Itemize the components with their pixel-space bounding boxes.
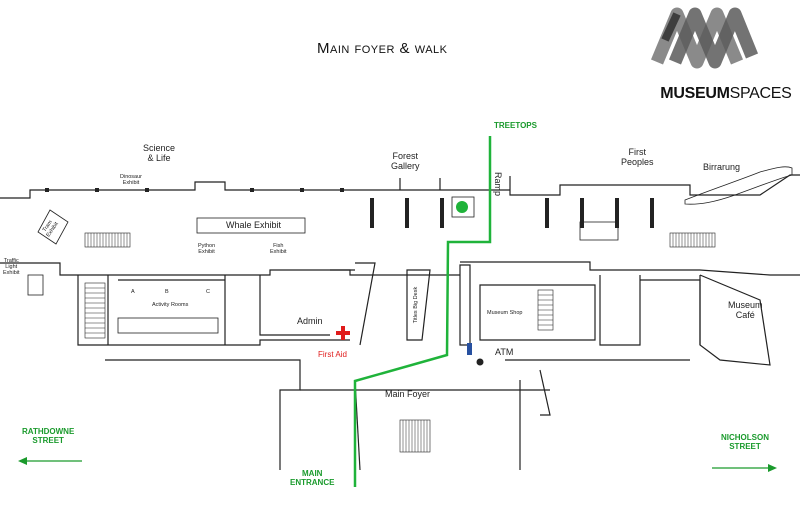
- titles-big-desk-label: Titles Big Desk: [413, 286, 420, 324]
- museumspaces-logo-mark: [651, 7, 759, 69]
- whale-exhibit-label: Whale Exhibit: [226, 220, 282, 230]
- birrarung-wave: [684, 166, 793, 205]
- admin-label: Admin: [297, 316, 323, 326]
- pillars: [45, 188, 654, 228]
- rathdowne-street-label: RATHDOWNE STREET: [22, 427, 75, 446]
- street-arrows: [18, 457, 777, 472]
- room-a-label: A: [131, 289, 135, 295]
- room-b-label: B: [165, 289, 169, 295]
- walking-route: [353, 136, 492, 487]
- first-peoples-label: First Peoples: [621, 147, 654, 168]
- main-entrance-label: MAIN ENTRANCE: [290, 469, 335, 488]
- birrarung-label: Birrarung: [703, 162, 741, 172]
- room-c-label: C: [206, 289, 210, 295]
- dinosaur-exhibit-label: Dinosaur Exhibit: [120, 174, 143, 187]
- science-life-label: Science & Life: [143, 143, 176, 164]
- museum-shop-label: Museum Shop: [487, 310, 523, 316]
- stair-treads: [85, 233, 713, 452]
- activity-rooms-label: Activity Rooms: [152, 302, 189, 308]
- forest-gallery-label: Forest Gallery: [391, 151, 420, 172]
- first-aid-cross: [336, 326, 350, 340]
- nicholson-street-label: NICHOLSON STREET: [721, 433, 769, 452]
- atm-label: ATM: [495, 347, 514, 357]
- logo-light: SPACES: [729, 85, 792, 103]
- ramp-label: Ramp: [493, 172, 503, 197]
- exhibit-boxes: [27, 196, 619, 334]
- treetops-label: TREETOPS: [494, 121, 537, 130]
- phone-icon: [476, 358, 484, 366]
- gallery-walls: [0, 150, 800, 471]
- traffic-light-exhibit-label: Traffic Light Exhibit: [3, 258, 20, 277]
- forest-gallery-marker: [456, 201, 468, 213]
- main-foyer-label: Main Foyer: [385, 389, 431, 399]
- logo-bold: MUSEUM: [660, 85, 730, 103]
- atm-marker: [467, 343, 472, 355]
- museum-cafe-label: Museum Café: [728, 300, 763, 321]
- museumspaces-logo-text: MUSEUMSPACES: [652, 67, 792, 104]
- first-aid-label: First Aid: [318, 350, 347, 359]
- python-exhibit-label: Python Exhibit: [198, 243, 216, 256]
- fish-exhibit-label: Fish Exhibit: [270, 243, 287, 256]
- map-title: Main foyer & walk: [317, 40, 448, 57]
- stairs: [84, 232, 716, 453]
